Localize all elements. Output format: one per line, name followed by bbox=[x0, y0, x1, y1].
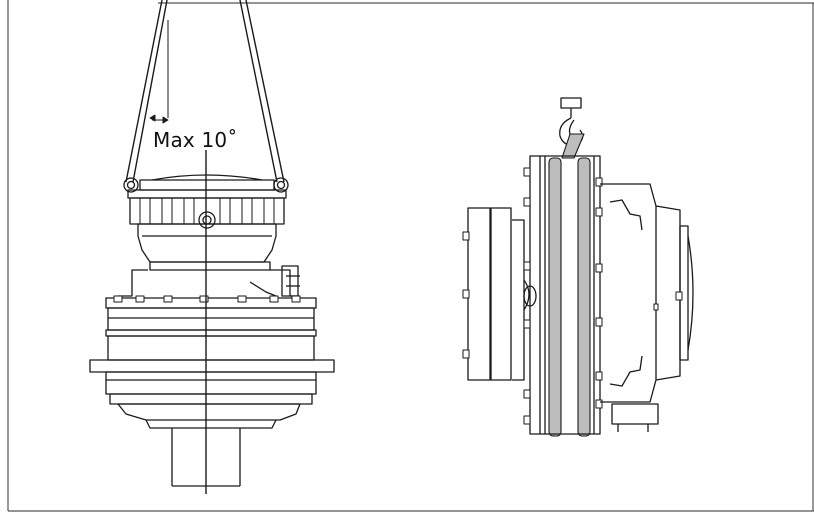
sling-loop bbox=[548, 133, 591, 437]
max-angle-label: Max 10˚ bbox=[153, 128, 238, 152]
frame-border bbox=[7, 0, 814, 512]
lifting-eye-left bbox=[123, 177, 139, 193]
left-gearbox-vertical bbox=[89, 0, 335, 494]
lifting-slings bbox=[125, 0, 285, 183]
angle-indicator bbox=[149, 20, 169, 124]
right-gearbox-horizontal bbox=[462, 97, 694, 437]
